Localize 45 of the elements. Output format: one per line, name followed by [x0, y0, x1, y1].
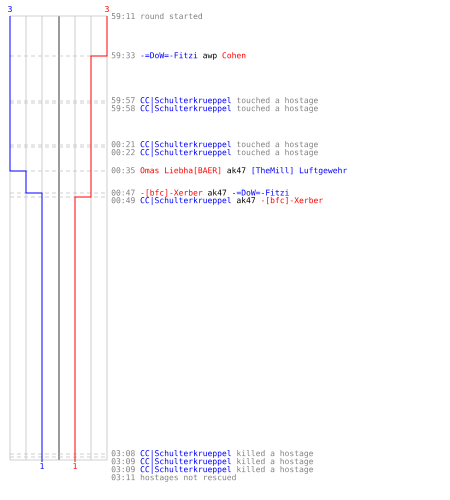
- event-text: touched a hostage: [236, 97, 318, 105]
- player-name: CC|Schulterkrueppel: [140, 197, 231, 205]
- count-label: 1: [40, 463, 44, 469]
- weapon-name: ak47: [227, 167, 246, 174]
- player-name: Cohen: [222, 52, 246, 58]
- event-text: touched a hostage: [236, 141, 318, 149]
- player-name: CC|Schulterkrueppel: [140, 97, 231, 105]
- player-name: Omas Liebha[BAER]: [140, 167, 220, 174]
- count-label: 3: [105, 6, 109, 12]
- player-name: CC|Schulterkrueppel: [140, 141, 231, 149]
- timestamp: 00:22: [112, 149, 135, 156]
- player-name: CC|Schulterkrueppel: [140, 450, 231, 458]
- timestamp: 03:11: [112, 474, 135, 480]
- weapon-name: ak47: [236, 197, 256, 204]
- event-text: touched a hostage: [236, 149, 318, 157]
- timestamp: 59:11: [112, 13, 135, 20]
- event-text: killed a hostage: [237, 450, 313, 458]
- timestamp: 03:09: [112, 458, 135, 464]
- event-text: killed a hostage: [237, 458, 313, 466]
- count-label: 3: [8, 6, 12, 12]
- player-name: CC|Schulterkrueppel: [140, 149, 231, 157]
- player-name: -=DoW=-Fitzi: [141, 52, 198, 58]
- timestamp: 00:47: [112, 190, 135, 196]
- player-name: CC|Schulterkrueppel: [140, 458, 231, 466]
- timestamp: 03:08: [112, 450, 135, 456]
- timestamp: 59:58: [112, 105, 135, 112]
- player-name: -=DoW=-Fitzi: [233, 189, 289, 196]
- player-name: CC|Schulterkrueppel: [140, 466, 231, 474]
- count-label: 1: [74, 463, 77, 469]
- timestamp: 59:57: [112, 97, 135, 104]
- weapon-name: ak47: [208, 189, 226, 196]
- timestamp: 03:09: [112, 466, 135, 472]
- player-name: -[bfc]-Xerber: [141, 189, 202, 197]
- timestamp: 59:33: [112, 52, 135, 58]
- player-name: [TheMill] Luftgewehr: [252, 167, 347, 175]
- event-text: touched a hostage: [236, 105, 318, 113]
- weapon-name: awp: [203, 54, 217, 60]
- event-text: killed a hostage: [237, 466, 313, 474]
- player-name: -[bfc]-Xerber: [262, 197, 323, 204]
- event-text: hostages not rescued: [140, 474, 236, 482]
- timestamp: 00:35: [112, 167, 135, 174]
- event-text: round started: [142, 12, 202, 20]
- timestamp: 00:49: [112, 197, 135, 204]
- player-name: CC|Schulterkrueppel: [140, 105, 231, 113]
- timestamp: 00:21: [112, 141, 135, 148]
